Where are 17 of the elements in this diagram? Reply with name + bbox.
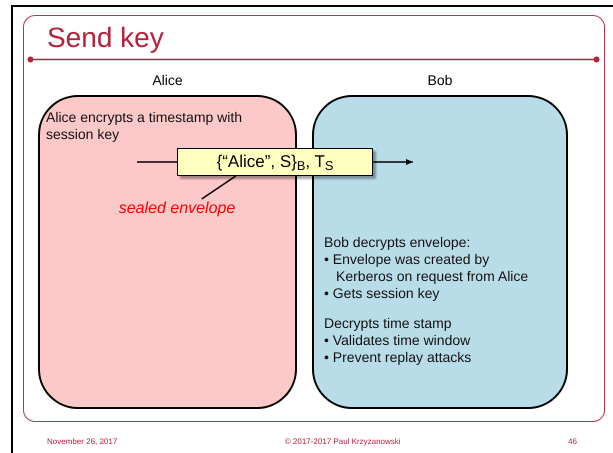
party-heading: Bob [426, 71, 454, 89]
arrow [373, 159, 413, 165]
message-box: {“Alice”, S}$_{B}$, T$_{S}$ [177, 148, 373, 176]
footer-text: © 2017-2017 Paul Krzyzanowski [284, 436, 401, 448]
party-heading: Alice [151, 71, 184, 89]
body-text: Decrypts time stamp [324, 315, 453, 332]
body-text: • Prevent replay attacks [324, 349, 472, 366]
footer-text: November 26, 2017 [47, 436, 118, 448]
body-text: Bob decrypts envelope: [324, 234, 472, 251]
body-text: • Gets session key [324, 285, 440, 302]
body-text: Alice encrypts a timestamp with session key [46, 109, 244, 143]
slide-title: Send key [47, 21, 164, 55]
body-text: • Validates time window [324, 332, 472, 349]
annotation: sealed envelope [112, 199, 242, 219]
leader-line [201, 175, 236, 200]
footer-text: 46 [568, 436, 577, 448]
body-text: • Envelope was created by Kerberos on request from Alice [324, 251, 530, 285]
